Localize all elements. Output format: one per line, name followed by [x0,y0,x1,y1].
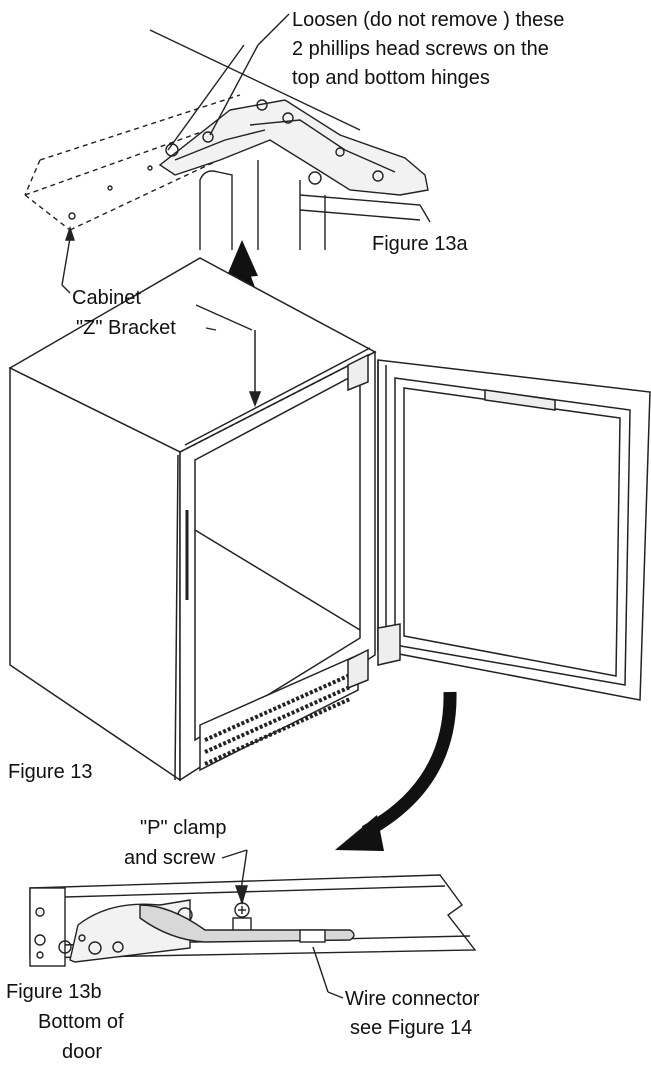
bottom-of-door-line1: Bottom of [38,1011,124,1033]
label-connectors [205,327,344,999]
cabinet-label-line2: "Z" Bracket [76,317,176,339]
bottom-hinge-detail [29,849,477,993]
bottom-of-door-line2: door [62,1041,102,1063]
cabinet-illustration [8,257,651,782]
top-hinge-detail [24,13,431,294]
diagram-labels: Loosen (do not remove ) these 2 phillips… [6,9,564,1063]
label-leaders [195,304,253,331]
p-clamp-label-line2: and screw [124,847,216,869]
figure-13a-caption: Figure 13a [372,233,468,255]
p-clamp-label-line1: "P" clamp [140,817,226,839]
hinge-screws-note-line1: Loosen (do not remove ) these [292,9,564,31]
rotation-arrow-down [335,691,457,851]
wire-connector-line1: Wire connector [345,988,480,1010]
figure-13b-caption: Figure 13b [6,981,102,1003]
hinge-screws-note-line3: top and bottom hinges [292,67,490,89]
cabinet-label-line1: Cabinet [72,287,141,309]
wire-connector-line2: see Figure 14 [350,1017,472,1039]
figure-13-caption: Figure 13 [8,761,93,783]
hinge-screws-note-line2: 2 phillips head screws on the [292,38,549,60]
